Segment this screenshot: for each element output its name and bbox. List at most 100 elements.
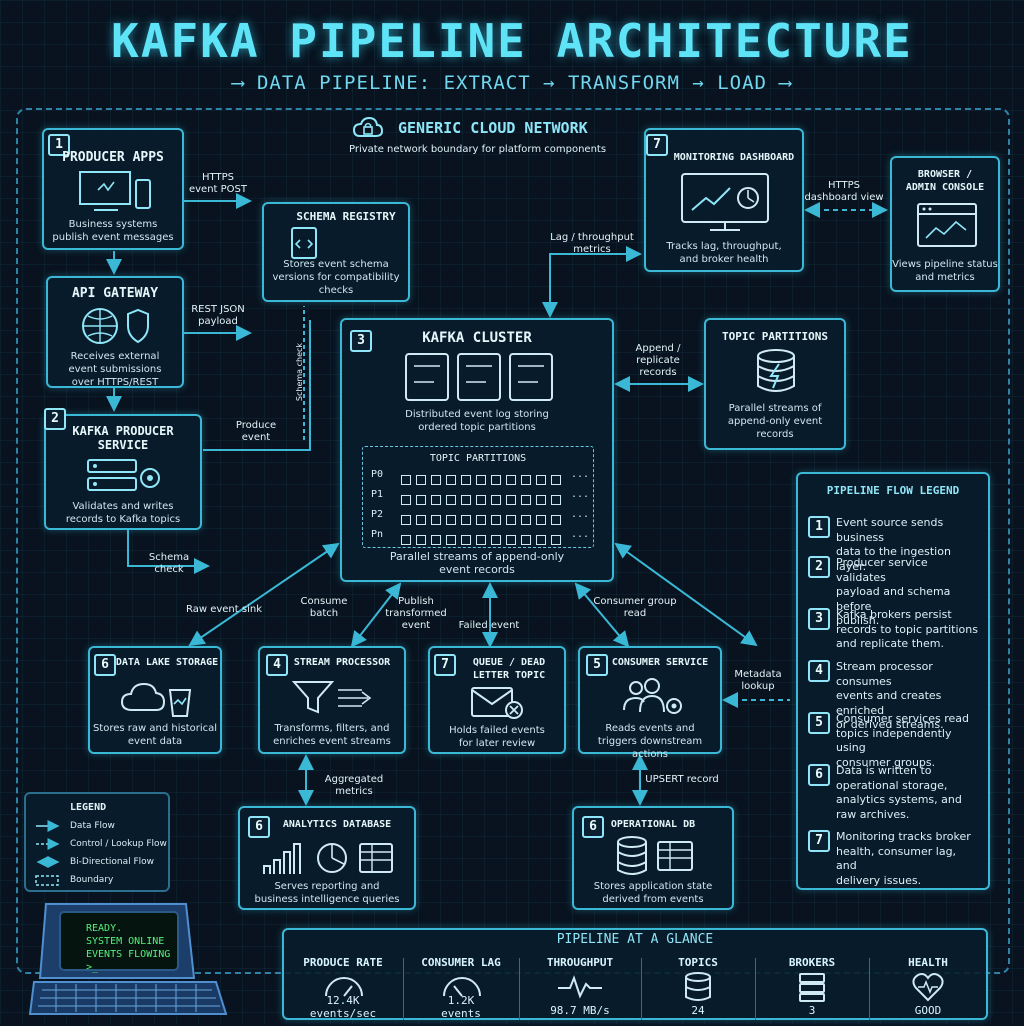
edge-label-aggregated: Aggregated metrics [324, 774, 384, 797]
box-desc: Business systems publish event messages [52, 219, 174, 243]
box-desc: Stores event schema versions for compati… [272, 259, 400, 296]
filter-funnel-icon [292, 681, 372, 714]
step-number: 7 [434, 654, 456, 676]
terminal-line: SYSTEM ONLINE [86, 936, 165, 947]
metric-consumer-lag: CONSUMER LAG 1.2K events [421, 956, 501, 1020]
cloud-lock-icon [352, 116, 384, 137]
monitoring-dashboard-box[interactable]: 7 MONITORING DASHBOARD Tracks lag, throu… [644, 128, 804, 272]
edge-label-consume-batch: Consume batch [300, 596, 348, 619]
box-title: BROWSER / ADMIN CONSOLE [905, 169, 985, 193]
flow-legend-title: PIPELINE FLOW LEGEND [826, 484, 960, 497]
operational-db-box[interactable]: 6 OPERATIONAL DB Stores application stat… [572, 806, 734, 910]
envelope-error-icon [471, 687, 523, 719]
legend-item: Data Flow [70, 821, 115, 831]
box-desc: Serves reporting and business intelligen… [254, 881, 400, 905]
box-title: KAFKA PRODUCER SERVICE [72, 424, 174, 452]
metric-topics: TOPICS 24 [678, 956, 718, 1017]
box-title: DATA LAKE STORAGE [115, 657, 219, 668]
step-number: 7 [646, 134, 668, 156]
box-title: ANALYTICS DATABASE [282, 819, 392, 830]
network-title: GENERIC CLOUD NETWORK [398, 119, 588, 137]
box-desc: Reads events and triggers downstream act… [597, 723, 703, 760]
page-subtitle: ⟶ DATA PIPELINE: EXTRACT → TRANSFORM → L… [232, 72, 792, 94]
topic-partitions-box[interactable]: TOPIC PARTITIONS Parallel streams of app… [704, 318, 846, 450]
box-title: PRODUCER APPS [62, 150, 164, 165]
edge-label-rest-json: REST JSON payload [191, 304, 245, 327]
box-desc: Distributed event log storing ordered to… [405, 409, 549, 433]
server-icon [799, 973, 825, 1002]
box-title: MONITORING DASHBOARD [673, 152, 795, 163]
pipeline-glance-panel: PIPELINE AT A GLANCE PRODUCE RATE 12.4K … [282, 928, 988, 1020]
users-gear-icon [623, 678, 682, 714]
terminal-line: READY. [86, 923, 123, 934]
partition-row: P0 ... [371, 469, 591, 485]
edge-cluster-datalake [188, 542, 340, 647]
legend-item: Bi-Directional Flow [70, 857, 155, 867]
retro-terminal: READY. SYSTEM ONLINE EVENTS FLOWING >_ [26, 898, 230, 1018]
edge-label-produce-event: Produce event [235, 420, 277, 443]
data-lake-box[interactable]: 6 DATA LAKE STORAGE Stores raw and histo… [88, 646, 222, 754]
page-title: KAFKA PIPELINE ARCHITECTURE [111, 14, 913, 68]
database-bolt-icon [757, 349, 795, 392]
partition-row: P2 ... [371, 509, 591, 525]
analytics-charts-icon [263, 843, 393, 874]
step-number: 1 [48, 134, 70, 156]
browser-window-icon [917, 203, 977, 247]
edge-schema-check [127, 530, 210, 574]
consumer-service-box[interactable]: 5 CONSUMER SERVICE Reads events and trig… [578, 646, 722, 760]
stream-processor-box[interactable]: 4 STREAM PROCESSOR Transforms, filters, … [258, 646, 406, 754]
edge-label-consumer-group: Consumer group read [593, 596, 677, 619]
analytics-database-box[interactable]: 6 ANALYTICS DATABASE Serves reporting an… [238, 806, 416, 910]
api-gateway-box[interactable]: API GATEWAY Receives external event subm… [46, 276, 184, 388]
box-title: KAFKA CLUSTER [422, 330, 532, 346]
metric-health: HEALTH GOOD [908, 956, 948, 1017]
kafka-producer-box[interactable]: 2 KAFKA PRODUCER SERVICE Validates and w… [44, 408, 202, 530]
edge-label-https-dashboard: HTTPS dashboard view [804, 180, 884, 203]
heart-icon [912, 973, 944, 1002]
box-desc: Views pipeline status and metrics [892, 259, 998, 283]
box-desc: Holds failed events for later review [449, 725, 545, 749]
box-desc: Tracks lag, throughput, and broker healt… [666, 241, 782, 265]
broker-servers-icon [405, 353, 553, 401]
step-number: 6 [248, 816, 270, 838]
cloud-bucket-icon [120, 682, 192, 717]
box-desc: Transforms, filters, and enriches event … [273, 723, 391, 747]
document-code-icon [291, 227, 317, 259]
legend-title: LEGEND [70, 802, 107, 813]
schema-registry-box[interactable]: SCHEMA REGISTRY Stores event schema vers… [262, 202, 410, 302]
database-table-icon [617, 836, 693, 875]
box-title: STREAM PROCESSOR [293, 657, 391, 668]
terminal-line: >_ [86, 962, 99, 973]
edge-label-upsert: UPSERT record [645, 774, 719, 785]
legend-swatches [35, 820, 60, 886]
partitions-desc: Parallel streams of append-only event re… [389, 550, 565, 576]
box-desc: Stores raw and historical event data [92, 723, 218, 747]
glance-title: PIPELINE AT A GLANCE [556, 932, 714, 947]
box-desc: Parallel streams of append-only event re… [727, 403, 823, 440]
kafka-cluster-box[interactable]: 3 KAFKA CLUSTER Distributed event log st… [340, 318, 614, 582]
database-icon [685, 972, 711, 1001]
edge-label-lag-metrics: Lag / throughput metrics [550, 232, 634, 255]
edge-label-https-post: HTTPS event POST [188, 172, 248, 195]
gauge-icon [325, 977, 363, 997]
metric-produce-rate: PRODUCE RATE 12.4K events/sec [303, 956, 383, 1020]
metric-brokers: BROKERS 3 [788, 956, 836, 1017]
dead-letter-topic-box[interactable]: 7 QUEUE / DEAD LETTER TOPIC Holds failed… [428, 646, 566, 754]
pulse-icon [558, 975, 602, 999]
box-title: CONSUMER SERVICE [611, 657, 709, 668]
server-gear-icon [87, 459, 160, 491]
browser-admin-box[interactable]: BROWSER / ADMIN CONSOLE Views pipeline s… [890, 156, 1000, 292]
edge-label-failed-event: Failed event [458, 620, 520, 631]
devices-icon [79, 171, 151, 211]
pipeline-flow-legend: PIPELINE FLOW LEGEND 1 Event source send… [796, 472, 990, 890]
box-title: TOPIC PARTITIONS [722, 330, 828, 343]
edge-label-metadata: Metadata lookup [734, 669, 782, 692]
step-number: 2 [44, 408, 66, 430]
box-title: OPERATIONAL DB [610, 819, 696, 830]
producer-apps-box[interactable]: 1 PRODUCER APPS Business systems publish… [42, 128, 184, 250]
box-title: API GATEWAY [71, 286, 159, 301]
box-desc: Validates and writes records to Kafka to… [65, 501, 181, 525]
box-title: QUEUE / DEAD LETTER TOPIC [472, 657, 546, 681]
monitor-chart-icon [681, 173, 769, 231]
